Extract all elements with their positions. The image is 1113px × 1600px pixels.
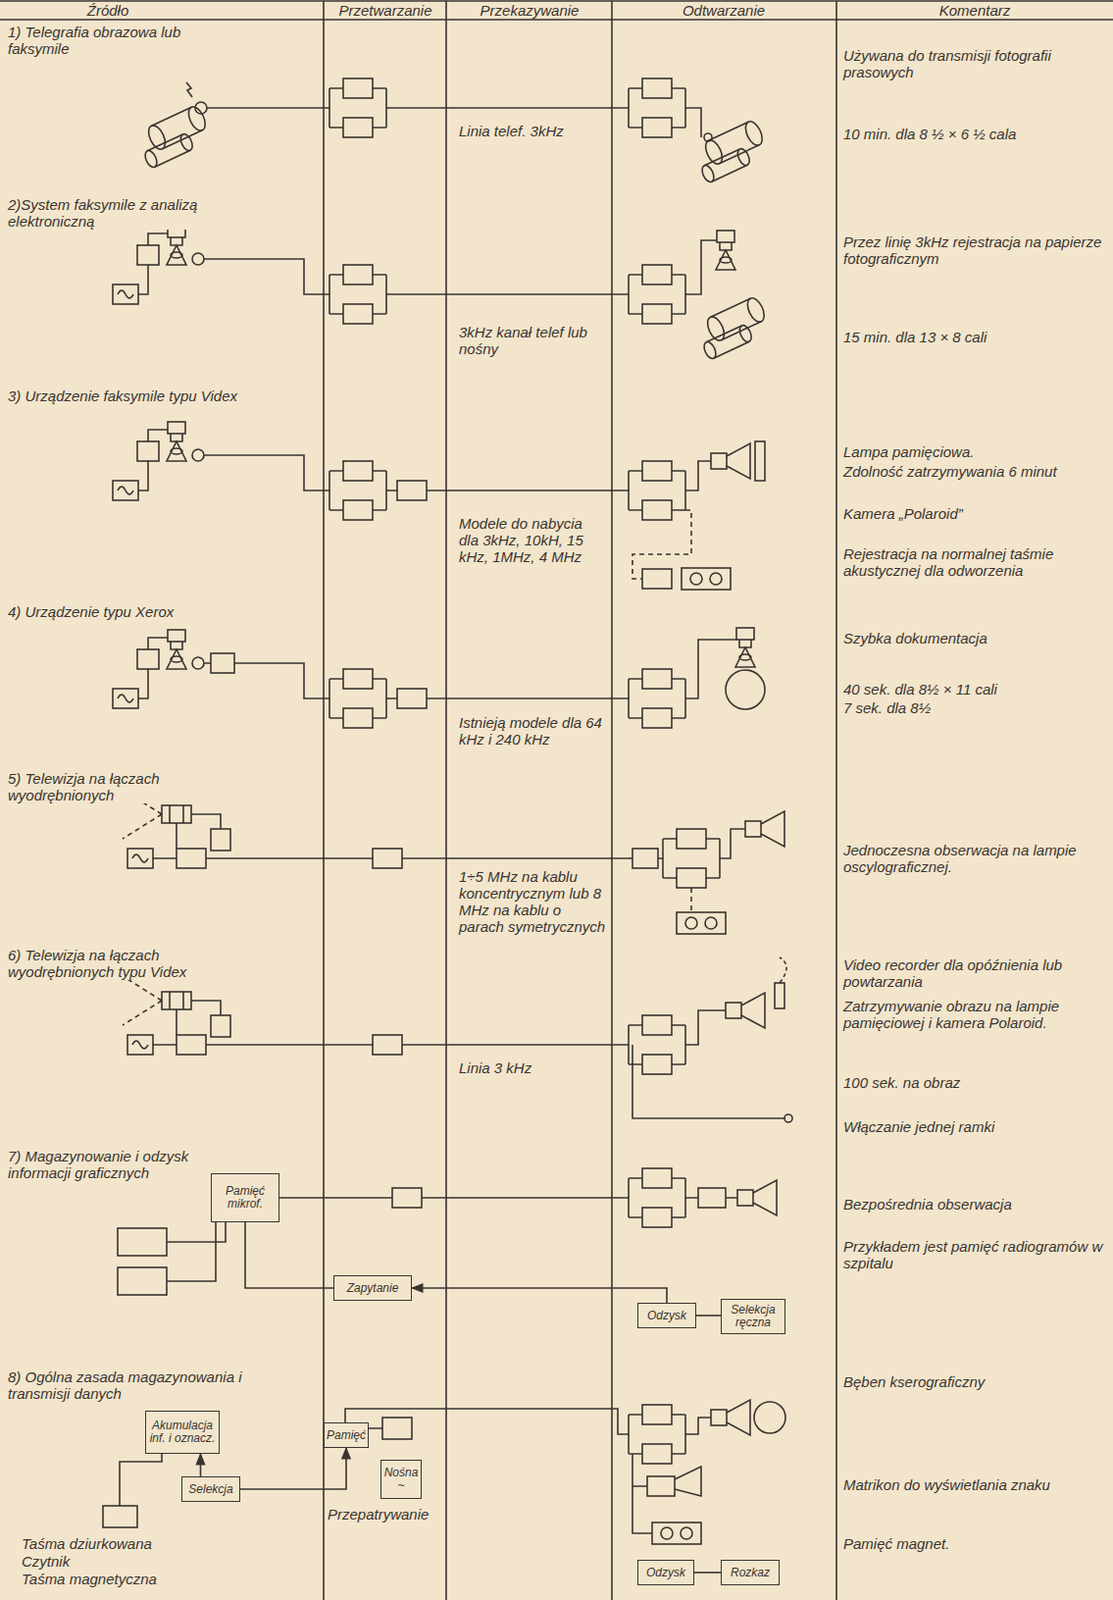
note-label: Włączanie jednej ramki <box>841 1117 997 1135</box>
column-header: Źródło <box>85 1 132 19</box>
note-label: Używana do transmisji fotografii prasowy… <box>841 47 1111 81</box>
row-5-illustration <box>122 789 785 934</box>
note-label: Bezpośrednia obserwacja <box>841 1195 1014 1213</box>
note-label: Kamera „Polaroid” <box>841 505 965 522</box>
note-label: 40 sek. dla 8½ × 11 cali <box>841 680 1000 698</box>
note-label: 2)System faksymile z analizą elektronicz… <box>5 196 255 230</box>
note-label: Zdolność zatrzymywania 6 minut <box>841 462 1060 480</box>
note-label: Matrikon do wyświetlania znaku <box>841 1475 1053 1493</box>
process-box: Nośna ~ <box>380 1459 422 1499</box>
note-label: Modele do nabycia dla 3kHz, 10kH, 15 kHz… <box>456 514 608 565</box>
process-box: Odzysk <box>637 1302 697 1328</box>
note-label: Zatrzymywanie obrazu na lampie pamięciow… <box>841 997 1111 1031</box>
row-2-illustration <box>112 225 768 360</box>
connector <box>240 1447 347 1489</box>
note-label: Video recorder dla opóźnienia lub powtar… <box>841 956 1111 990</box>
connector <box>200 1453 203 1476</box>
note-label: Bęben kserograficzny <box>841 1372 987 1390</box>
box-text: Akumulacja inf. i oznacz. <box>149 1418 216 1445</box>
box-text: Odzysk <box>647 1309 687 1322</box>
box-text: Nośna ~ <box>384 1466 419 1492</box>
note-label: 5) Telewizja na łączach wyodrębnionych <box>5 769 255 804</box>
process-box: Selekcja <box>181 1475 241 1502</box>
note-label: 8) Ogólna zasada magazynowania i transmi… <box>5 1367 255 1402</box>
note-label: Taśma magnetyczna <box>19 1569 159 1587</box>
note-label: 6) Telewizja na łączach wyodrębnionych t… <box>5 946 255 980</box>
note-label: Jednoczesna obserwacja na lampie oscylog… <box>841 841 1111 875</box>
note-label: 10 min. dla 8 ½ × 6 ½ cala <box>841 125 1018 143</box>
connector <box>696 1314 721 1316</box>
process-box: Odzysk <box>637 1559 695 1585</box>
note-label: Pamięć magnet. <box>841 1534 952 1552</box>
note-label: 4) Urządzenie typu Xerox <box>5 603 176 620</box>
process-box: Rozkaz <box>720 1559 780 1585</box>
note-label: 100 sek. na obraz <box>841 1073 962 1091</box>
process-box: Selekcja ręczna <box>720 1298 786 1334</box>
note-label: Lampa pamięciowa. <box>841 443 976 460</box>
note-label: 3kHz kanał telef lub nośny <box>456 323 608 357</box>
box-text: Odzysk <box>646 1566 686 1579</box>
row-6-illustration <box>122 957 793 1122</box>
note-label: Taśma dziurkowana <box>19 1534 154 1552</box>
note-label: 3) Urządzenie faksymile typu Videx <box>5 387 240 405</box>
note-label: 15 min. dla 13 × 8 cali <box>841 328 989 346</box>
row-4-illustration <box>112 627 765 728</box>
box-text: Selekcja ręczna <box>724 1303 782 1329</box>
note-label: Istnieją modele dla 64 kHz i 240 kHz <box>456 713 608 748</box>
row-8-illustration <box>102 1399 786 1544</box>
note-label: Szybka dokumentacja <box>841 629 990 647</box>
row-3-illustration <box>112 421 765 590</box>
box-text: Zapytanie <box>347 1281 400 1295</box>
connector <box>245 1221 334 1288</box>
note-label: Rejestracja na normalnej taśmie akustycz… <box>841 545 1111 579</box>
box-text: Pamięć mikrof. <box>214 1184 276 1211</box>
note-label: 1) Telegrafia obrazowa lub faksymile <box>5 23 246 57</box>
note-label: Przepatrywanie <box>325 1505 431 1522</box>
note-label: Przykładem jest pamięć radiogramów w szp… <box>841 1237 1111 1271</box>
row-1-illustration <box>143 78 766 184</box>
connector <box>411 1287 667 1303</box>
box-text: Selekcja <box>188 1482 233 1496</box>
note-label: 7 sek. dla 8½ <box>841 699 933 716</box>
column-header: Odtwarzanie <box>680 1 767 19</box>
column-header: Komentarz <box>937 1 1013 19</box>
column-header: Przekazywanie <box>478 1 582 19</box>
process-box: Akumulacja inf. i oznacz. <box>145 1410 220 1454</box>
process-box: Pamięć mikrof. <box>210 1172 280 1222</box>
column-header: Przetwarzanie <box>336 1 434 19</box>
note-label: Czytnik <box>19 1552 72 1569</box>
note-label: Linia telef. 3kHz <box>456 122 566 140</box>
note-label: Przez linię 3kHz rejestracja na papierze… <box>841 233 1111 267</box>
row-7-illustration <box>117 1167 777 1295</box>
process-box: Zapytanie <box>333 1274 412 1301</box>
box-text: Rozkaz <box>730 1566 770 1579</box>
connector <box>694 1570 721 1573</box>
box-text: Pamięć <box>326 1428 366 1442</box>
note-label: Linia 3 kHz <box>456 1059 534 1076</box>
note-label: 1÷5 MHz na kablu koncentrycznym lub 8 MH… <box>456 867 608 935</box>
process-box: Pamięć <box>323 1421 369 1448</box>
